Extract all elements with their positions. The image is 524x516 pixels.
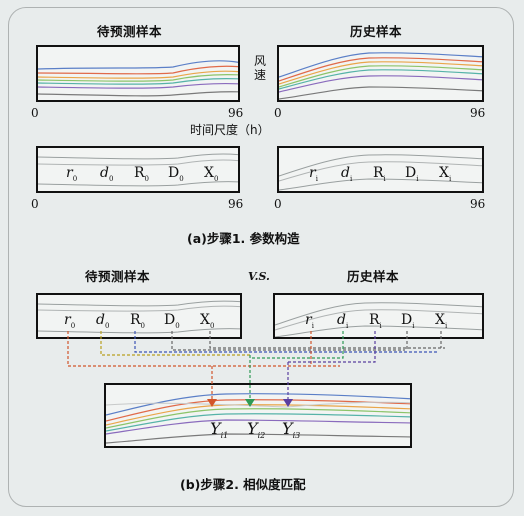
connector-R-predict bbox=[134, 331, 438, 353]
predict-wind-chart bbox=[36, 45, 240, 102]
x-tick-start: 0 bbox=[274, 106, 282, 120]
connector-r-predict bbox=[67, 331, 340, 367]
x-tick-end: 96 bbox=[228, 106, 244, 120]
param-r: r0 bbox=[64, 312, 76, 330]
param-D: D0 bbox=[164, 312, 180, 330]
history-params-box: ri di Ri Di Xi bbox=[273, 293, 484, 339]
history-sample-heading: 历史样本 bbox=[347, 269, 400, 284]
param-R: R0 bbox=[130, 312, 146, 330]
connector-D-predict bbox=[171, 331, 405, 351]
connector-X-predict bbox=[209, 331, 445, 349]
predict-param-curves bbox=[38, 300, 240, 334]
predict-param-curves bbox=[38, 153, 238, 187]
param-D: D0 bbox=[168, 165, 184, 183]
param-r: ri bbox=[309, 165, 318, 183]
history-param-curves bbox=[275, 302, 482, 337]
x-tick-start: 0 bbox=[274, 197, 282, 211]
history-wind-chart bbox=[277, 45, 484, 102]
param-r: ri bbox=[305, 312, 314, 330]
history-params-box: ri di Ri Di Xi bbox=[277, 146, 484, 193]
similarity-y2: Yi2 bbox=[247, 419, 266, 441]
x-tick-start: 0 bbox=[31, 106, 39, 120]
arrowhead-y2 bbox=[245, 399, 255, 407]
x-tick-end: 96 bbox=[470, 197, 486, 211]
param-R: Ri bbox=[369, 312, 382, 330]
similarity-y1: Yi1 bbox=[210, 419, 229, 441]
x-axis-label: 时间尺度（h） bbox=[190, 123, 270, 137]
param-X: X0 bbox=[204, 165, 219, 183]
param-d: d0 bbox=[96, 312, 110, 330]
x-tick-start: 0 bbox=[31, 197, 39, 211]
history-sample-heading: 历史样本 bbox=[350, 24, 403, 39]
x-tick-end: 96 bbox=[228, 197, 244, 211]
param-R: R0 bbox=[134, 165, 150, 183]
connector-d-history bbox=[250, 331, 344, 359]
connector-R-history bbox=[288, 331, 376, 363]
x-tick-end: 96 bbox=[470, 106, 486, 120]
predict-params-box: r0 d0 R0 D0 X0 bbox=[36, 293, 242, 339]
connector-d-predict bbox=[100, 331, 250, 356]
predict-params-box: r0 d0 R0 D0 X0 bbox=[36, 146, 240, 193]
param-d: di bbox=[341, 165, 353, 183]
param-d: d0 bbox=[100, 165, 114, 183]
predict-sample-heading: 待预测样本 bbox=[85, 269, 151, 284]
param-X: X0 bbox=[200, 312, 215, 330]
similarity-y3: Yi3 bbox=[282, 419, 301, 441]
step1-caption: (a)步骤1. 参数构造 bbox=[187, 231, 300, 246]
param-D: Di bbox=[401, 312, 415, 330]
history-wind-curves bbox=[279, 52, 482, 100]
param-d: di bbox=[337, 312, 349, 330]
predict-sample-heading: 待预测样本 bbox=[97, 24, 163, 39]
param-R: Ri bbox=[373, 165, 386, 183]
similarity-chart: Yi1 Yi2 Yi3 bbox=[104, 383, 412, 448]
history-param-curves bbox=[279, 154, 482, 191]
step2-caption: (b)步骤2. 相似度匹配 bbox=[180, 477, 306, 492]
arrowhead-y3 bbox=[283, 399, 293, 407]
similarity-curves bbox=[106, 393, 410, 444]
param-X: Xi bbox=[435, 312, 448, 330]
versus-label: V.S. bbox=[248, 270, 270, 283]
figure-frame bbox=[8, 7, 514, 507]
param-r: r0 bbox=[66, 165, 78, 183]
predict-wind-curves bbox=[38, 60, 238, 97]
arrowhead-y1 bbox=[207, 399, 217, 407]
param-D: Di bbox=[405, 165, 419, 183]
y-axis-label: 风速 bbox=[253, 54, 266, 82]
param-X: Xi bbox=[439, 165, 452, 183]
